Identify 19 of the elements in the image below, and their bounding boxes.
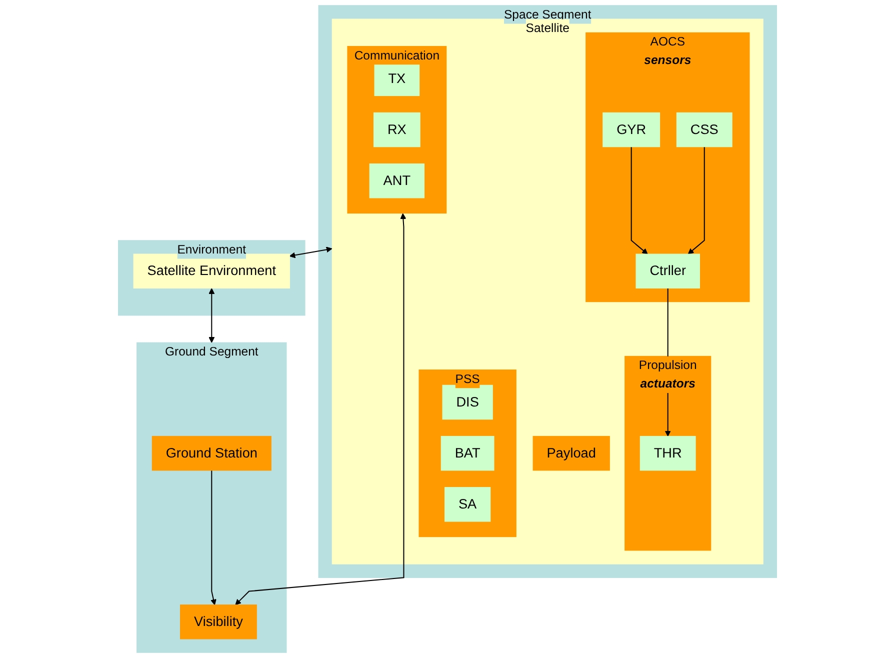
node-box: Satellite Environment: [133, 254, 290, 288]
node-box: BAT: [440, 436, 494, 471]
node-box: GYR: [602, 112, 660, 148]
node-box: ANT: [369, 163, 424, 198]
arrow: [235, 213, 406, 606]
node-box: RX: [374, 112, 420, 148]
arrow: [630, 146, 648, 254]
node-box: CSS: [676, 112, 732, 148]
node-box: Payload: [532, 436, 610, 471]
node-box: SA: [444, 487, 491, 522]
arrow: [289, 246, 332, 258]
node-box: Visibility: [180, 604, 257, 640]
arrow: [208, 288, 215, 343]
arrow: [210, 470, 216, 606]
node-box: Ground Station: [152, 436, 272, 471]
arrow: [688, 146, 705, 254]
node-box: Ctrller: [636, 254, 700, 288]
node-box: DIS: [442, 384, 493, 420]
node-box: THR: [640, 436, 696, 471]
